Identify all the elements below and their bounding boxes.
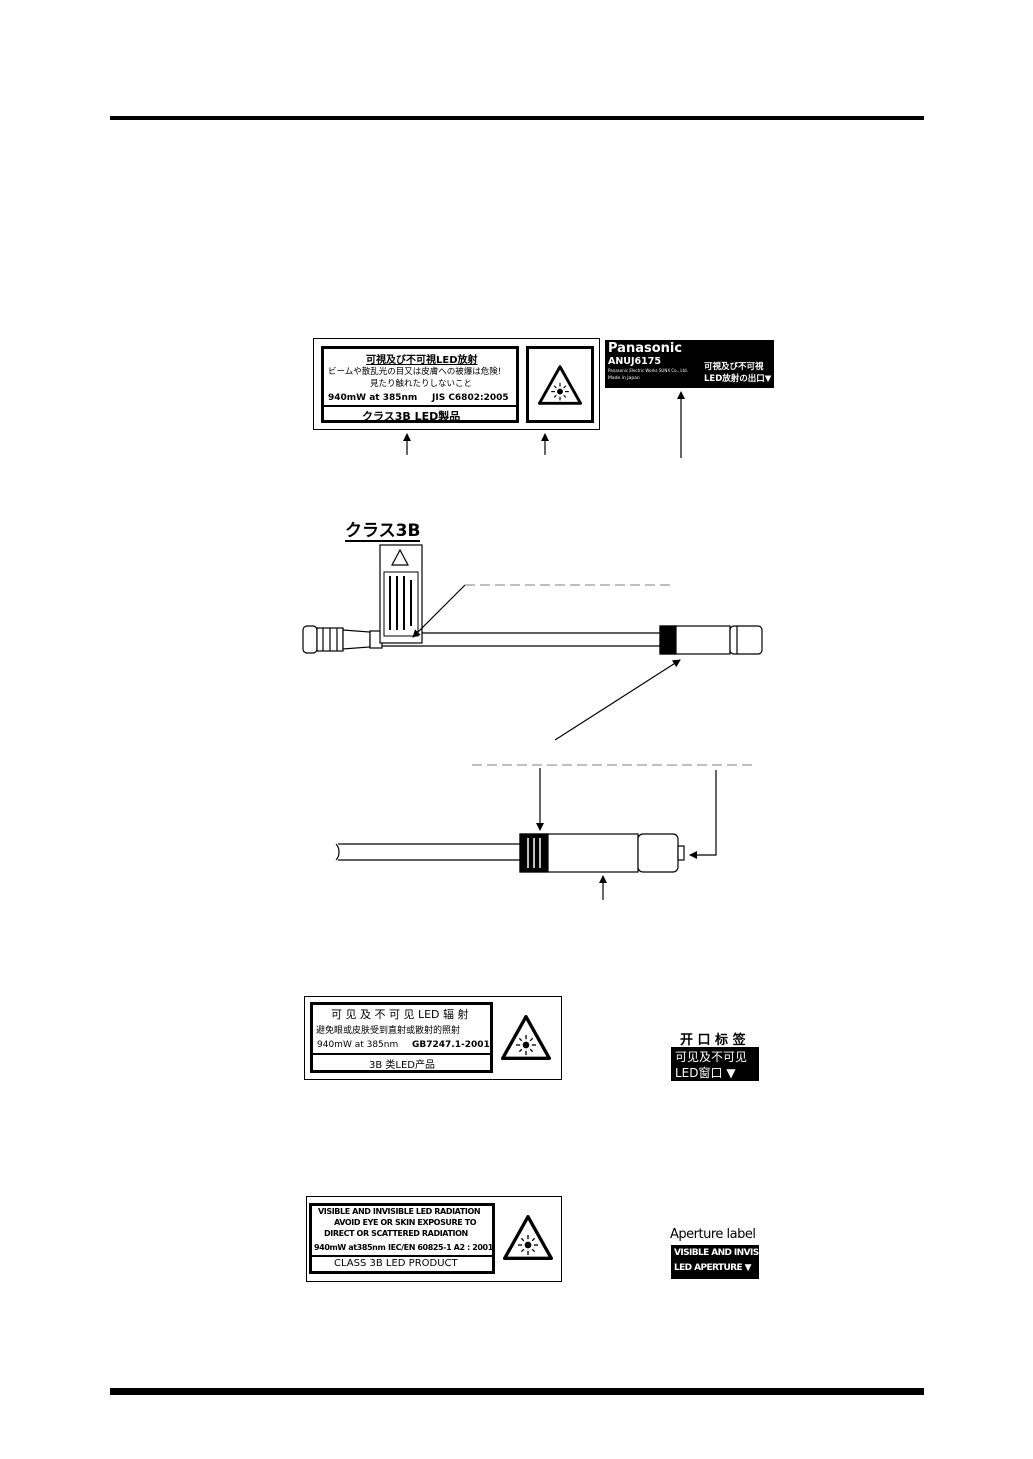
leader-cable-tag — [412, 584, 466, 638]
jp-line1: 可視及び不可視LED放射 — [366, 355, 478, 366]
cn-standard: GB7247.1-2001 — [412, 1040, 490, 1050]
leader-head-ring — [554, 659, 681, 741]
en-line3: DIRECT OR SCATTERED RADIATION — [324, 1229, 468, 1238]
header-rule — [110, 116, 924, 120]
jp-power: 940mW at 385nm — [328, 393, 418, 403]
panasonic-maker: Panasonic Electric Works SUNX Co., Ltd. — [608, 368, 688, 373]
en-aperture-line1: VISIBLE AND INVISIBLE — [674, 1248, 779, 1258]
cn-divider — [313, 1053, 490, 1055]
cn-aperture-label: 可见及不可见 LED窗口 ▼ — [671, 1047, 759, 1081]
panasonic-model: ANUJ6175 — [608, 356, 661, 367]
en-aperture-label: VISIBLE AND INVISIBLE LED APERTURE ▼ — [671, 1245, 779, 1279]
jp-warning-text-box: 可視及び不可視LED放射 ビームや散乱光の目又は皮膚への被爆は危険! 見たり触れ… — [321, 346, 519, 423]
en-warning-text-box: VISIBLE AND INVISIBLE LED RADIATION AVOI… — [309, 1203, 495, 1274]
enlarged-cable — [335, 843, 520, 861]
panasonic-aperture-line1: 可視及び不可視 — [704, 362, 764, 372]
connector — [302, 625, 383, 654]
jp-symbol-box — [526, 346, 594, 423]
class-3b-label: クラス3B — [345, 521, 421, 542]
jp-line2: ビームや散乱光の目又は皮膚への被爆は危険! — [328, 367, 502, 377]
en-warning-label: VISIBLE AND INVISIBLE LED RADIATION AVOI… — [306, 1196, 562, 1282]
panasonic-aperture-label: Panasonic ANUJ6175 Panasonic Electric Wo… — [605, 340, 774, 388]
laser-warning-icon — [538, 365, 582, 405]
enlarged-ring-text — [527, 838, 541, 868]
cn-line1: 可 见 及 不 可 见 LED 辐 射 — [331, 1008, 469, 1021]
cable-warning-tag — [379, 544, 423, 644]
en-standard: IEC/EN 60825-1 A2 : 2001 — [388, 1243, 493, 1252]
cn-aperture-title: 开 口 标 签 — [680, 1033, 746, 1048]
enlarged-sensor-head — [519, 833, 685, 873]
en-aperture-line2: LED APERTURE ▼ — [674, 1263, 752, 1273]
panasonic-aperture-line2: LED放射の出口▼ — [704, 374, 772, 384]
arrow-led-emitter — [689, 770, 717, 859]
en-divider — [312, 1255, 492, 1257]
footer-rule — [110, 1388, 924, 1395]
cn-warning-label: 可 见 及 不 可 见 LED 辐 射 避免眼或皮肤受到直射或散射的照射 940… — [304, 996, 562, 1080]
panasonic-origin: Made in Japan — [608, 376, 640, 381]
en-power: 940mW at385nm — [314, 1243, 386, 1252]
en-class: CLASS 3B LED PRODUCT — [334, 1258, 458, 1269]
sensor-head — [659, 625, 763, 655]
en-aperture-title: Aperture label — [670, 1227, 756, 1242]
cn-class: 3B 类LED产品 — [369, 1060, 435, 1071]
cn-power: 940mW at 385nm — [317, 1040, 399, 1050]
en-line2: AVOID EYE OR SKIN EXPOSURE TO — [334, 1218, 477, 1227]
laser-warning-icon — [501, 1015, 551, 1060]
panasonic-logo: Panasonic — [608, 341, 683, 356]
en-line1: VISIBLE AND INVISIBLE LED RADIATION — [318, 1207, 481, 1216]
cn-aperture-line2: LED窗口 ▼ — [675, 1066, 736, 1080]
jp-divider — [324, 405, 516, 407]
jp-class: クラス3B LED製品 — [362, 410, 461, 423]
cn-warning-text-box: 可 见 及 不 可 见 LED 辐 射 避免眼或皮肤受到直射或散射的照射 940… — [310, 1002, 493, 1073]
jp-warning-label: 可視及び不可視LED放射 ビームや散乱光の目又は皮膚への被爆は危険! 見たり触れ… — [313, 338, 600, 430]
cn-aperture-line1: 可见及不可见 — [675, 1050, 748, 1064]
cable — [382, 632, 660, 647]
cn-line2: 避免眼或皮肤受到直射或散射的照射 — [316, 1026, 461, 1036]
jp-line3: 見たり触れたりしないこと — [370, 379, 473, 389]
jp-standard: JIS C6802:2005 — [432, 393, 509, 403]
laser-warning-icon — [503, 1215, 553, 1260]
